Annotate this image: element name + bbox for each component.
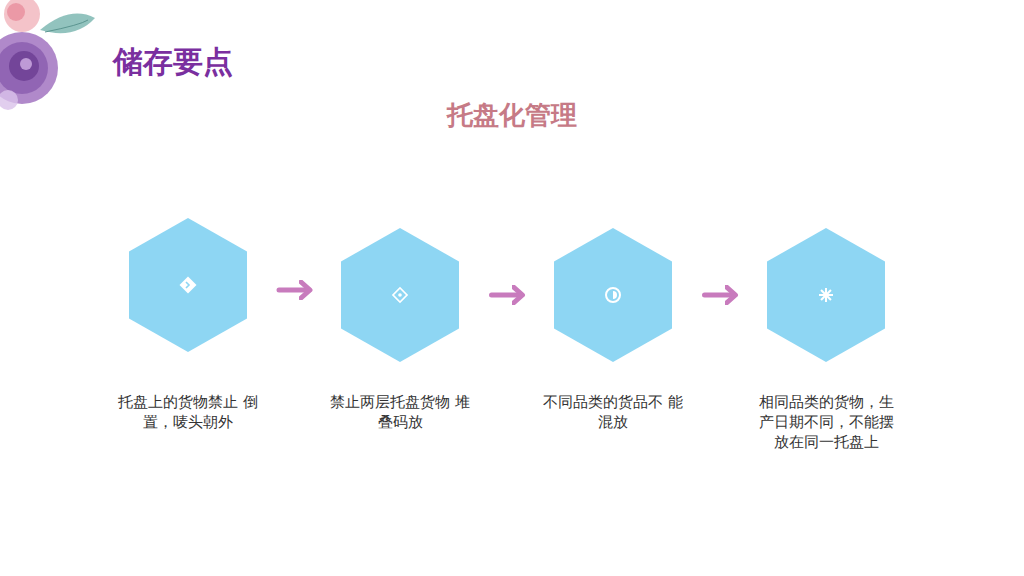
step-hexagon: 托盘上的货物禁止 倒置，唛头朝外 (129, 218, 247, 352)
step-icon (606, 288, 620, 302)
step-caption: 不同品类的货品不 能混放 (543, 392, 683, 432)
step-caption: 相同品类的货物，生 产日期不同，不能摆 放在同一托盘上 (753, 392, 899, 452)
step-icon (393, 288, 407, 302)
step-caption: 禁止两层托盘货物 堆叠码放 (330, 392, 470, 432)
hexagon-shape (341, 228, 459, 362)
flow-arrow (492, 293, 522, 298)
hexagon-fill (554, 228, 672, 362)
flower-decoration (0, 0, 95, 110)
flow-arrow (705, 293, 735, 298)
page-title: 储存要点 (113, 42, 233, 83)
step-icon (180, 277, 197, 294)
step-hexagon: 不同品类的货品不 能混放 (554, 228, 672, 362)
flow-arrow (279, 288, 309, 293)
hexagon-fill (341, 228, 459, 362)
hexagon-shape (554, 228, 672, 362)
step-hexagon: 禁止两层托盘货物 堆叠码放 (341, 228, 459, 362)
hexagon-shape (767, 228, 885, 362)
hexagon-shape (129, 218, 247, 352)
section-subtitle: 托盘化管理 (0, 98, 1024, 133)
step-icon (819, 288, 833, 302)
hexagon-fill (767, 228, 885, 362)
step-hexagon: 相同品类的货物，生 产日期不同，不能摆 放在同一托盘上 (767, 228, 885, 362)
step-caption: 托盘上的货物禁止 倒置，唛头朝外 (118, 392, 258, 432)
hexagon-fill (129, 218, 247, 352)
